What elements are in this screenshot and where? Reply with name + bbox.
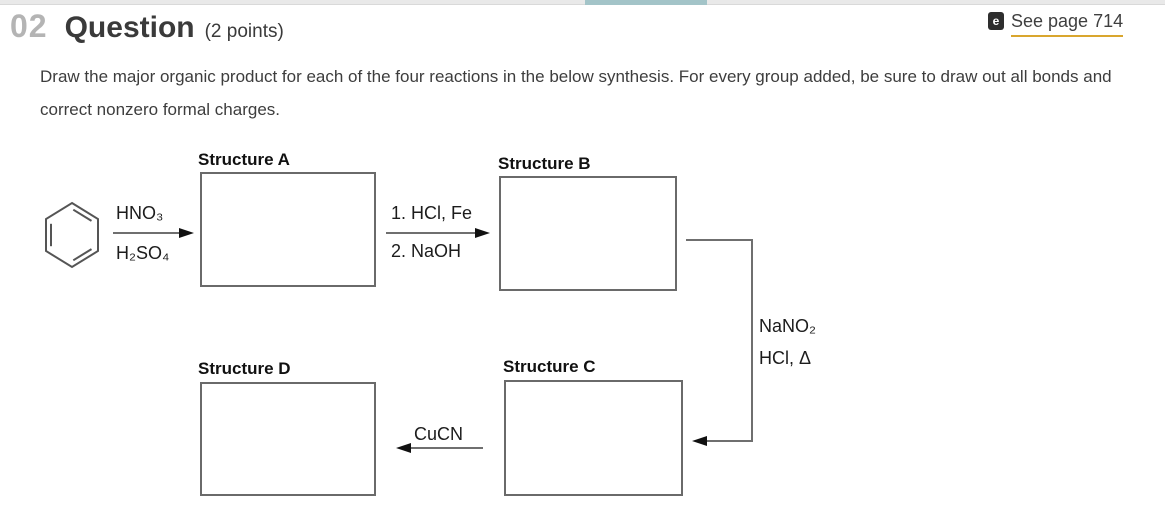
see-page-link-label: See page 714 [1011, 11, 1124, 37]
reaction1-arrowhead-icon [179, 228, 194, 238]
reaction1-reagent-bottom: H₂SO₄ [116, 243, 170, 263]
reaction1-reagent-top: HNO₃ [116, 203, 164, 223]
question-header: 02 Question (2 points) [10, 8, 284, 45]
structure-b-box [499, 176, 677, 291]
reaction3-arrowhead-icon [692, 436, 707, 446]
reaction3-arrow-shaft [706, 440, 753, 442]
reaction1-arrow-shaft [113, 232, 181, 234]
reaction3-reagent-line2: HCl, Δ [759, 348, 812, 368]
structure-d-label: Structure D [198, 359, 291, 378]
reaction4-reagent-top: CuCN [414, 424, 464, 444]
see-page-link[interactable]: e See page 714 [988, 11, 1124, 37]
reaction3-connector-vertical [751, 239, 753, 442]
structure-a-box [200, 172, 376, 287]
progress-bar [0, 0, 1165, 5]
question-title: Question [64, 11, 195, 44]
structure-b-label: Structure B [498, 154, 591, 173]
structure-c-label: Structure C [503, 357, 596, 376]
reaction2-arrowhead-icon [475, 228, 490, 238]
reaction3-reagent-line1: NaNO₂ [759, 316, 816, 336]
structure-d-box [200, 382, 376, 496]
question-points: (2 points) [204, 21, 284, 42]
question-text: Draw the major organic product for each … [40, 67, 1112, 119]
structure-c-box [504, 380, 683, 496]
question-number: 02 [10, 8, 48, 44]
reaction2-arrow-shaft [386, 232, 476, 234]
reaction4-arrow-shaft [410, 447, 483, 449]
progress-indicator [585, 0, 707, 5]
benzene-structure [45, 201, 99, 269]
reaction3-connector-top [686, 239, 753, 241]
reaction2-reagent-bottom: 2. NaOH [391, 241, 462, 261]
reaction2-reagent-top: 1. HCl, Fe [391, 203, 473, 223]
etext-icon: e [988, 12, 1004, 30]
reaction4-arrowhead-icon [396, 443, 411, 453]
structure-a-label: Structure A [198, 150, 290, 169]
